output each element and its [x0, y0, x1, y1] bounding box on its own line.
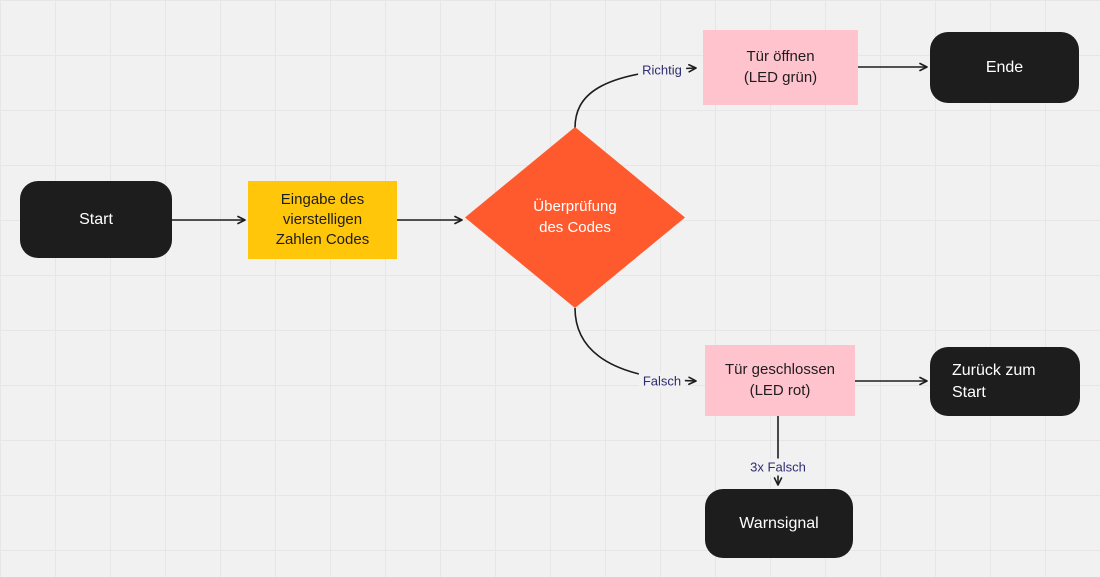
- node-warnsignal-label: Warnsignal: [739, 514, 819, 532]
- node-eingabe-label: Eingabe des vierstelligen Zahlen Codes: [275, 190, 370, 249]
- edge-label-richtig[interactable]: Richtig: [638, 61, 686, 79]
- node-eingabe[interactable]: Eingabe des vierstelligen Zahlen Codes: [248, 181, 397, 259]
- node-zurueck-zum-start[interactable]: Zurück zum Start: [930, 347, 1080, 416]
- node-zurueck-zum-start-label: Zurück zum Start: [952, 361, 1036, 401]
- node-tuer-oeffnen[interactable]: Tür öffnen (LED grün): [703, 30, 858, 105]
- node-tuer-geschlossen-label: Tür geschlossen (LED rot): [724, 361, 836, 399]
- edge-pruefung-to-tuer-geschlossen: [574, 307, 697, 386]
- node-tuer-geschlossen[interactable]: Tür geschlossen (LED rot): [705, 345, 855, 416]
- edge-label-3x-falsch[interactable]: 3x Falsch: [746, 458, 810, 476]
- node-tuer-oeffnen-label: Tür öffnen (LED grün): [743, 48, 818, 86]
- node-ende[interactable]: Ende: [930, 32, 1079, 103]
- node-warnsignal[interactable]: Warnsignal: [705, 489, 853, 558]
- node-ende-label: Ende: [985, 58, 1024, 76]
- edge-label-falsch[interactable]: Falsch: [638, 372, 686, 390]
- node-start-label: Start: [79, 210, 113, 228]
- node-start[interactable]: Start: [20, 181, 172, 258]
- node-pruefung-label: Überprüfung des Codes: [533, 198, 617, 236]
